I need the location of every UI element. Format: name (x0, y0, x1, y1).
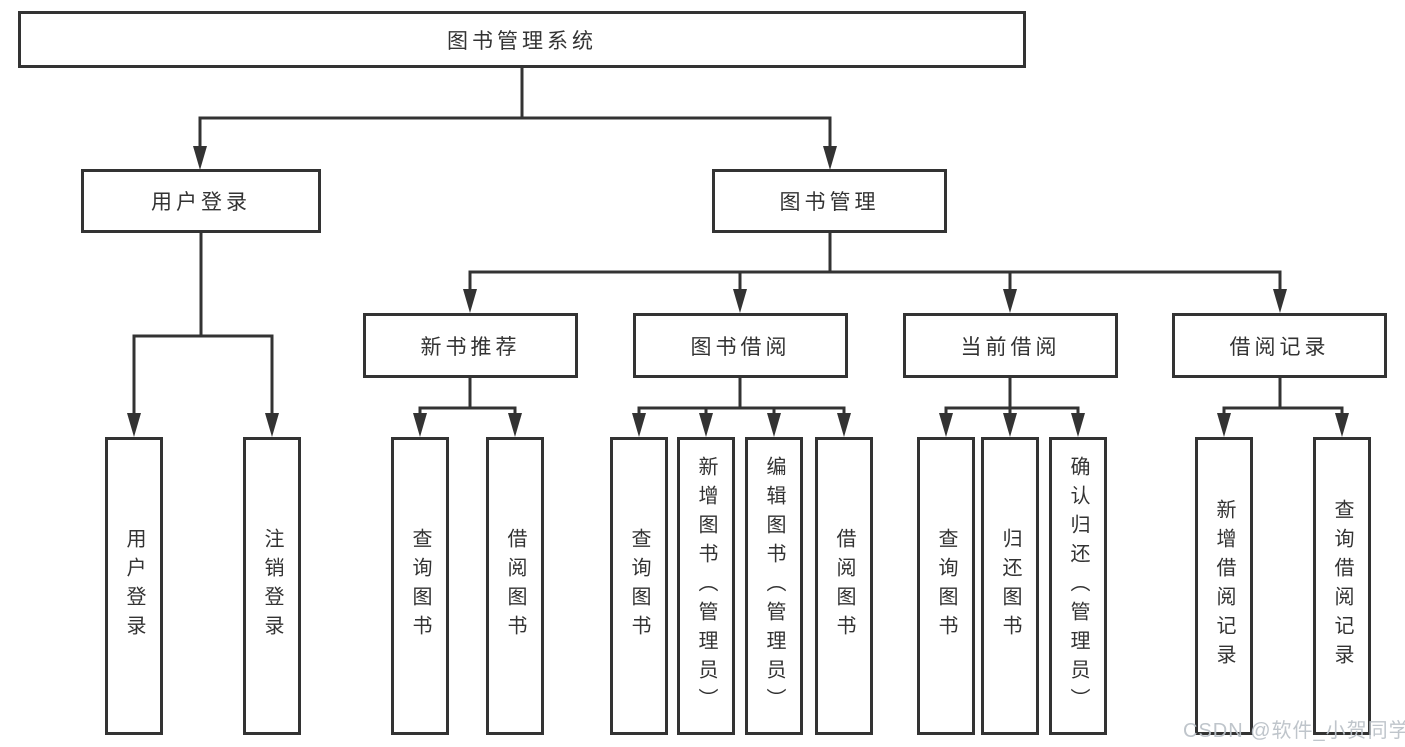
connector-borrow-records-children (1222, 376, 1344, 421)
arrow-down-icon (1273, 289, 1287, 313)
connector-root-to-level2 (198, 66, 832, 152)
arrow-down-icon (837, 413, 851, 437)
connector-current-borrow-children (944, 376, 1080, 421)
arrow-down-icon (1003, 289, 1017, 313)
arrow-down-icon (413, 413, 427, 437)
arrow-down-icon (632, 413, 646, 437)
node-root-system: 图书管理系统 (18, 11, 1026, 68)
arrow-down-icon (733, 289, 747, 313)
leaf-query-borrow-record: 查询借阅记录 (1313, 437, 1371, 735)
arrow-down-icon (463, 289, 477, 313)
leaf-user-login: 用户登录 (105, 437, 163, 735)
leaf-borrow-books-2: 借阅图书 (815, 437, 873, 735)
node-current-borrow: 当前借阅 (903, 313, 1118, 378)
leaf-confirm-return-admin: 确认归还（管理员） (1049, 437, 1107, 735)
arrow-down-icon (193, 146, 207, 170)
leaf-query-books-3: 查询图书 (917, 437, 975, 735)
node-book-borrow: 图书借阅 (633, 313, 848, 378)
arrow-down-icon (1217, 413, 1231, 437)
leaf-logout: 注销登录 (243, 437, 301, 735)
arrow-down-icon (265, 413, 279, 437)
arrow-down-icon (1071, 413, 1085, 437)
node-book-management: 图书管理 (712, 169, 947, 233)
connector-book-mgmt-to-level3 (468, 231, 1282, 295)
node-new-book-recommend: 新书推荐 (363, 313, 578, 378)
arrow-down-icon (823, 146, 837, 170)
arrow-down-icon (1003, 413, 1017, 437)
leaf-edit-books-admin: 编辑图书（管理员） (745, 437, 803, 735)
leaf-query-books-2: 查询图书 (610, 437, 668, 735)
leaf-add-books-admin: 新增图书（管理员） (677, 437, 735, 735)
arrow-down-icon (1335, 413, 1349, 437)
arrow-down-icon (127, 413, 141, 437)
arrow-down-icon (767, 413, 781, 437)
watermark-csdn: CSDN @软件_小贺同学 (1183, 720, 1405, 742)
node-user-login: 用户登录 (81, 169, 321, 233)
connector-book-borrow-children (637, 376, 846, 421)
leaf-add-borrow-record: 新增借阅记录 (1195, 437, 1253, 735)
arrow-down-icon (939, 413, 953, 437)
leaf-return-books: 归还图书 (981, 437, 1039, 735)
arrow-down-icon (699, 413, 713, 437)
connector-user-login-children (132, 231, 274, 421)
leaf-query-books-1: 查询图书 (391, 437, 449, 735)
leaf-borrow-books-1: 借阅图书 (486, 437, 544, 735)
arrow-down-icon (508, 413, 522, 437)
connector-new-book-rec-children (418, 376, 517, 421)
node-borrow-records: 借阅记录 (1172, 313, 1387, 378)
